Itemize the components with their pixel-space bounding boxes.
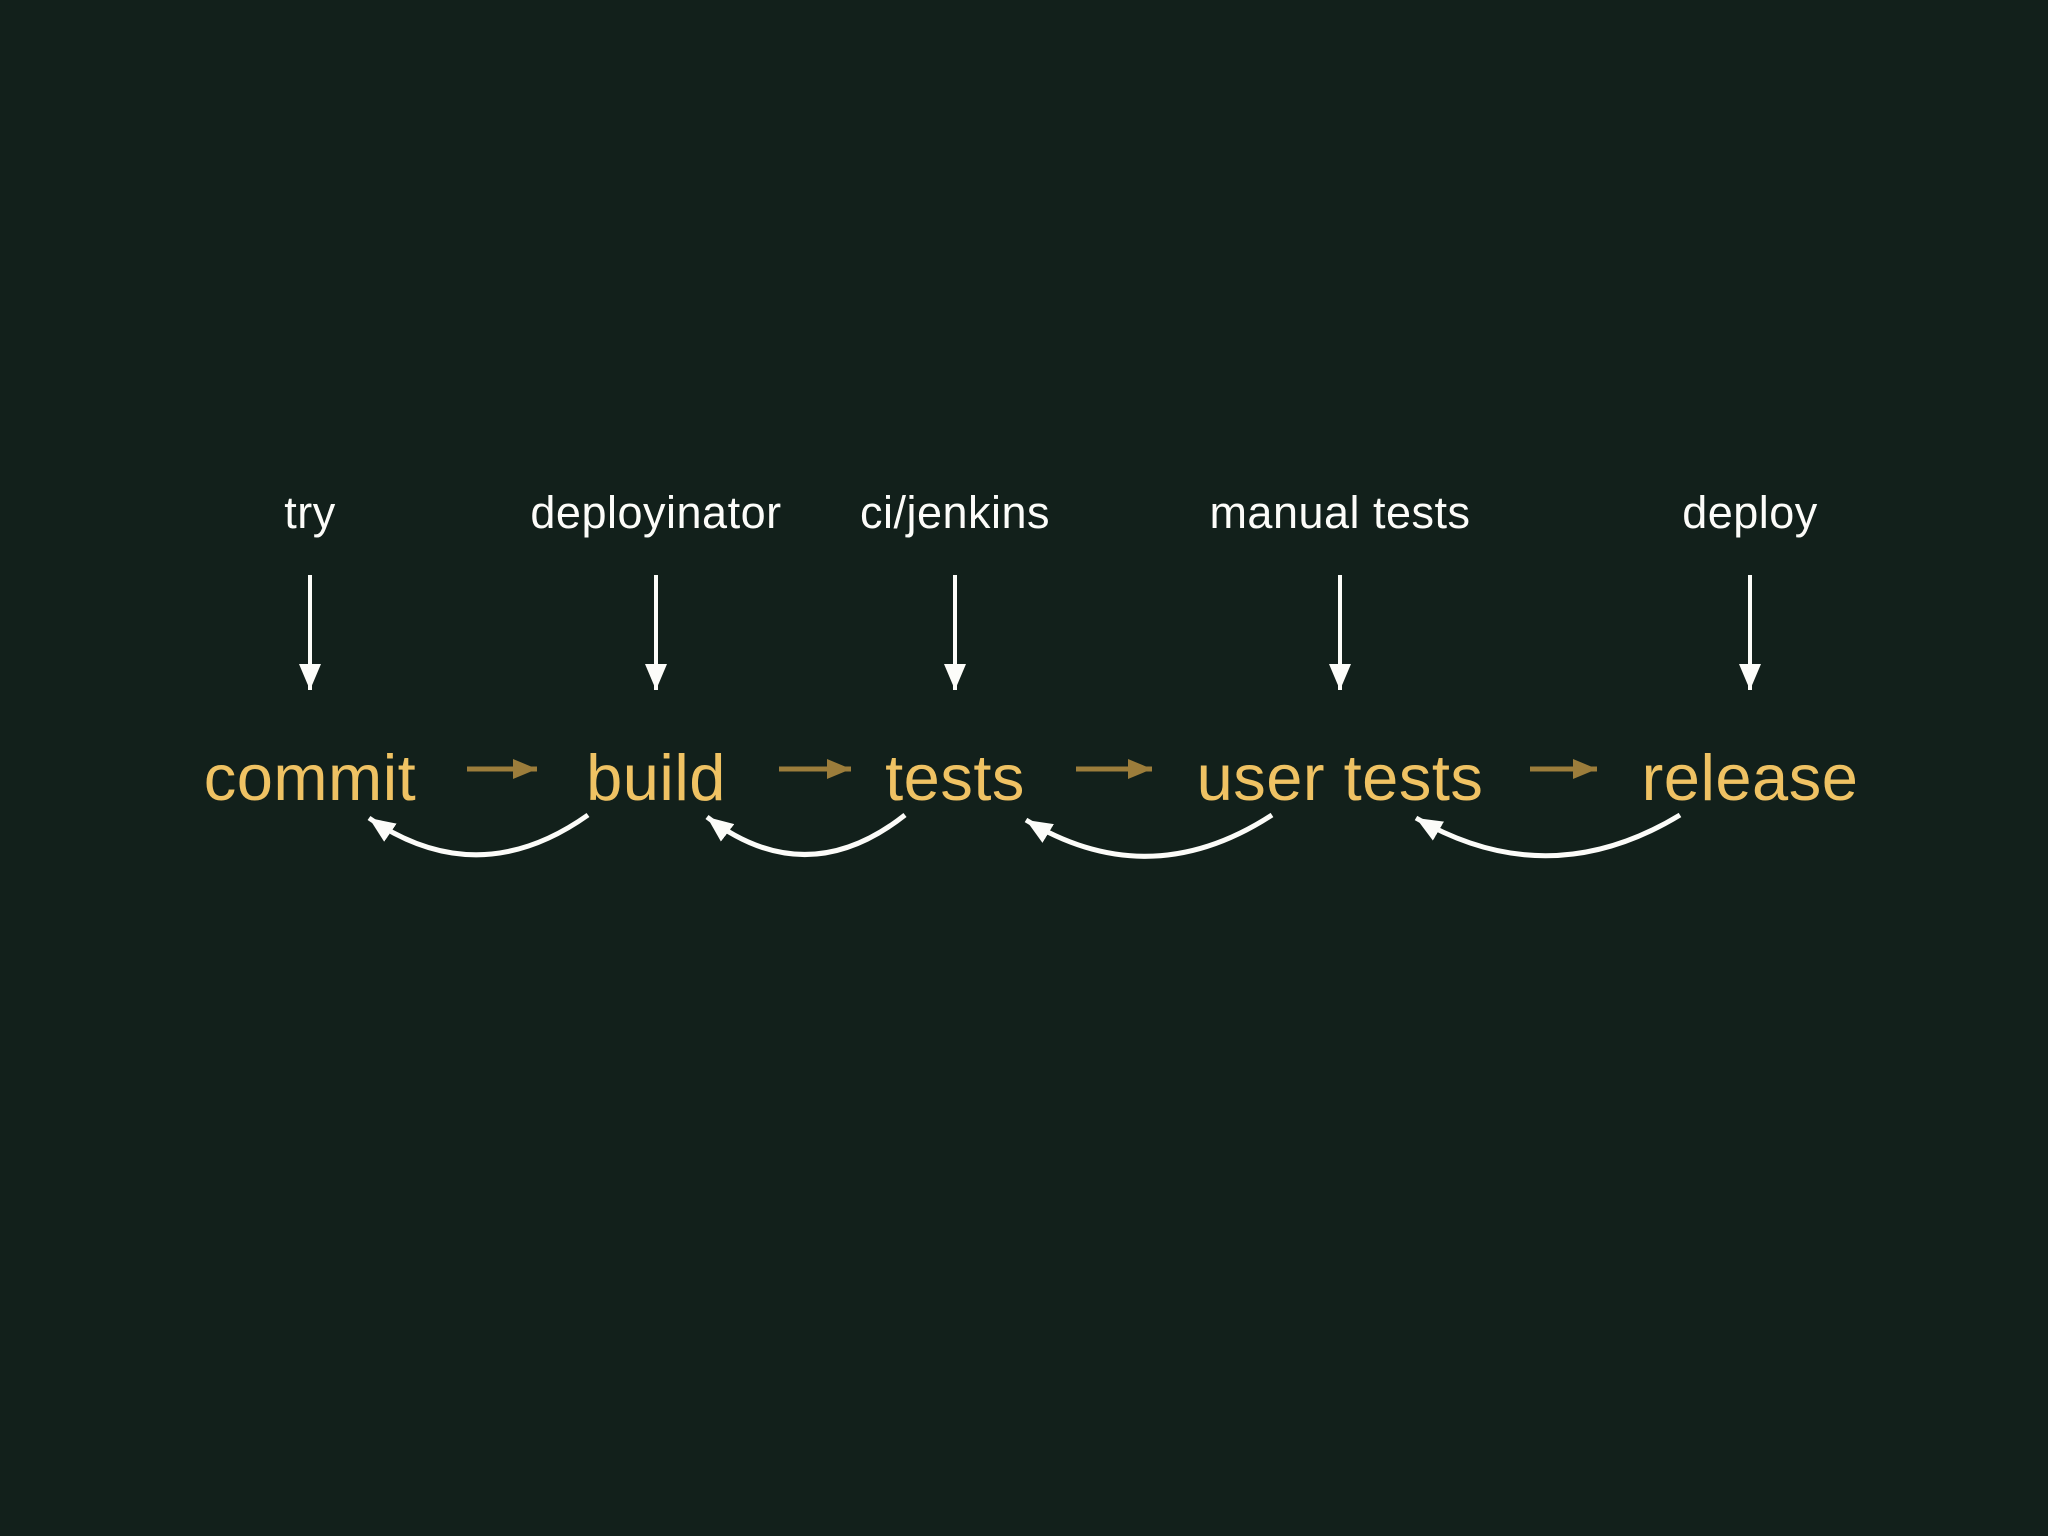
tool-label-ci-jenkins: ci/jenkins — [860, 487, 1050, 538]
tool-label-deployinator: deployinator — [530, 487, 781, 538]
stage-label-build: build — [586, 741, 726, 814]
feedback-arrow-release-user-tests — [1414, 812, 1682, 859]
feedback-arrow-user-tests-tests — [1024, 812, 1274, 859]
feedback-arrow-build-commit — [367, 812, 590, 858]
stage-label-commit: commit — [204, 741, 416, 814]
stage-label-release: release — [1642, 741, 1859, 814]
stage-label-user-tests: user tests — [1197, 741, 1484, 814]
feedback-arrow-tests-build — [705, 813, 907, 857]
tool-label-manual-tests: manual tests — [1209, 487, 1470, 538]
tool-label-deploy: deploy — [1682, 487, 1818, 538]
tool-label-try: try — [284, 487, 336, 538]
stage-label-tests: tests — [885, 741, 1025, 814]
